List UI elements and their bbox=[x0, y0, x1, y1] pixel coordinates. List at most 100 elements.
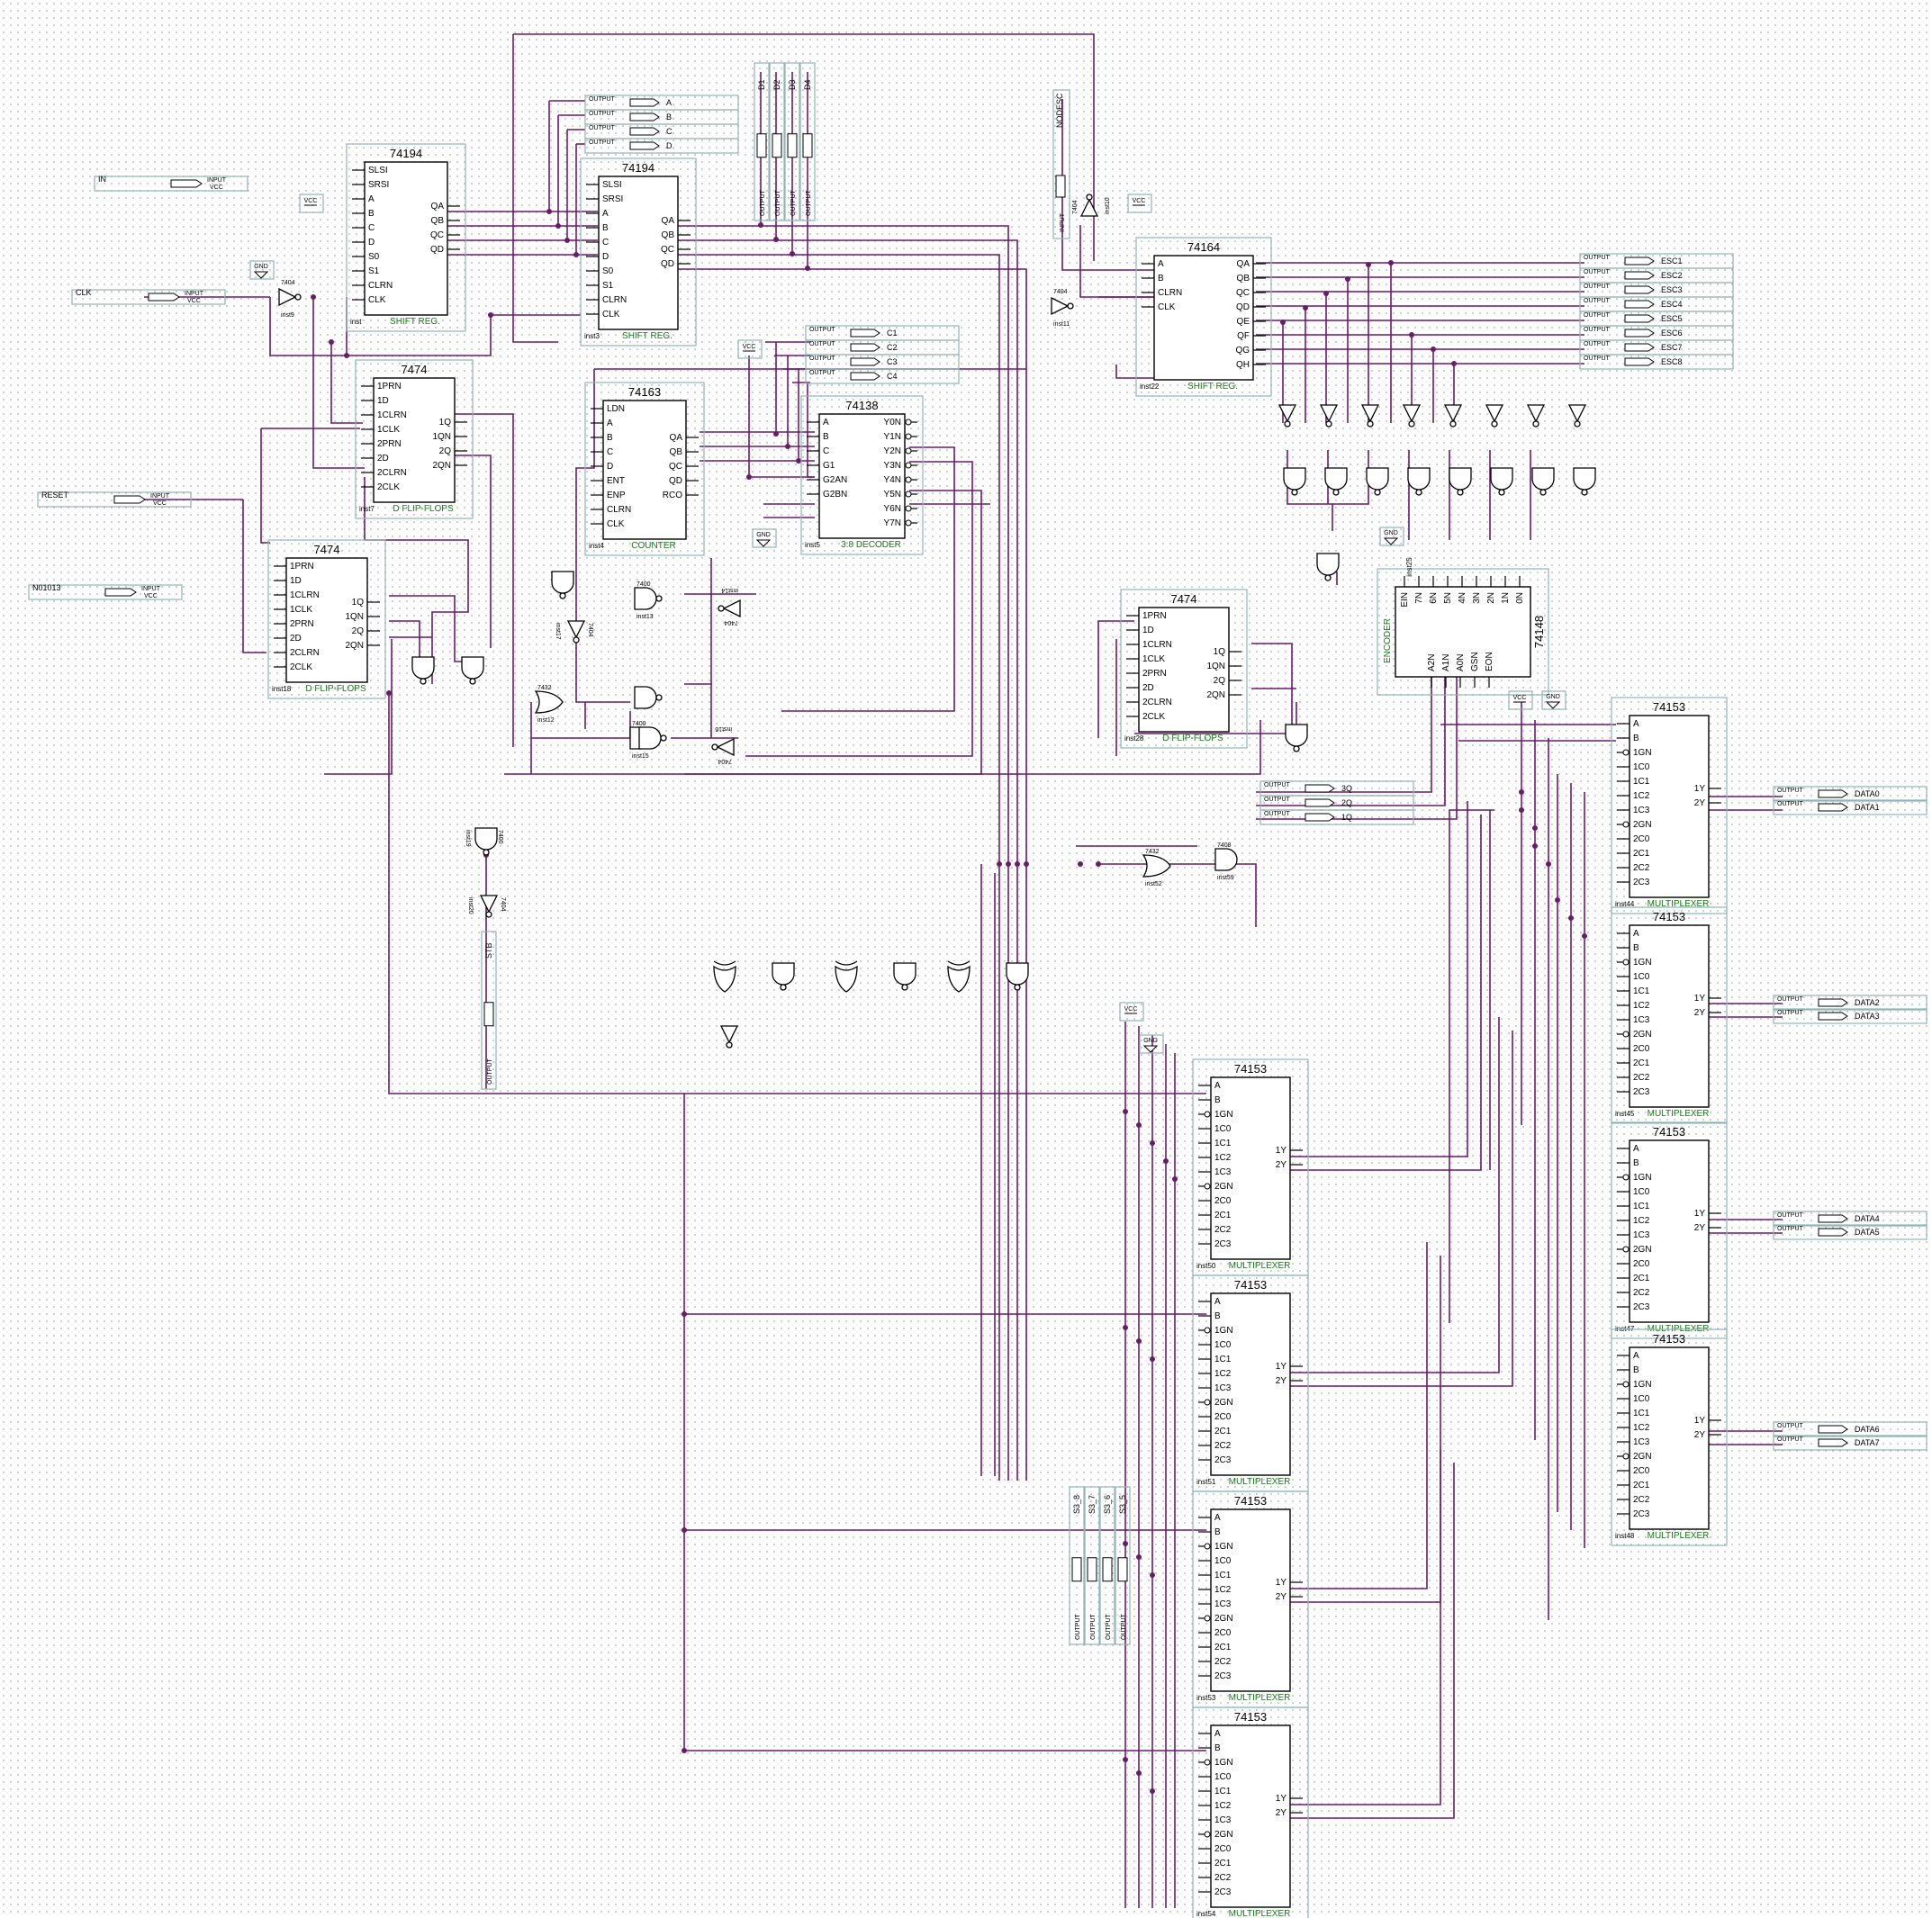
output-name: DATA6 bbox=[1855, 1425, 1880, 1434]
output-tag: OUTPUT bbox=[589, 125, 616, 131]
output-name: ESC4 bbox=[1661, 300, 1683, 309]
pin-bubble bbox=[1204, 1327, 1211, 1334]
output-name: DATA5 bbox=[1855, 1228, 1880, 1237]
gate-bubble bbox=[1367, 420, 1374, 428]
junction-dot bbox=[1451, 361, 1457, 366]
gnd-label: GND bbox=[1546, 694, 1560, 700]
output-tag: OUTPUT bbox=[809, 370, 836, 376]
junction-dot bbox=[1163, 1158, 1169, 1164]
gate-bubble bbox=[655, 694, 663, 701]
gate-bubble bbox=[1408, 420, 1415, 428]
pin-label: 2C0 bbox=[1633, 1259, 1650, 1269]
pin-label: QG bbox=[1235, 346, 1250, 356]
chip-part-label: 74163 bbox=[628, 385, 661, 399]
input-tag: INPUT bbox=[1060, 212, 1066, 232]
output-name: D3 bbox=[788, 79, 797, 90]
output-tag: OUTPUT bbox=[1584, 284, 1611, 290]
chip-body bbox=[1629, 924, 1710, 1108]
pin-label: 1C2 bbox=[1214, 1153, 1232, 1163]
gate- bbox=[719, 1025, 739, 1049]
gate- bbox=[893, 962, 916, 991]
pin-label: QC bbox=[430, 230, 444, 240]
output-pin-shape bbox=[1305, 784, 1335, 793]
pin-label: A bbox=[1158, 259, 1164, 269]
junction-dot bbox=[1096, 861, 1101, 867]
pin-label: 2Y bbox=[1694, 1430, 1706, 1440]
pin-bubble bbox=[1622, 1246, 1630, 1253]
gate- bbox=[1285, 724, 1308, 752]
gate-inst-label: inst17 bbox=[555, 623, 561, 640]
junction-dot bbox=[773, 237, 779, 242]
pin-label: 2C0 bbox=[1633, 1466, 1650, 1476]
pin-label: 1C1 bbox=[1214, 1355, 1232, 1364]
power-frame bbox=[1119, 1002, 1144, 1022]
gate-bubble bbox=[1291, 489, 1298, 496]
pin-label: 2Y bbox=[1276, 1592, 1287, 1602]
pin-label: EIN bbox=[1400, 592, 1410, 608]
gate-bubble bbox=[711, 743, 718, 751]
pin-label: ENT bbox=[607, 476, 625, 486]
output-name: ESC1 bbox=[1661, 257, 1683, 266]
output-tag: OUTPUT bbox=[487, 1058, 493, 1085]
pin-label: 1GN bbox=[1633, 958, 1652, 968]
output-name: DATA1 bbox=[1855, 803, 1880, 812]
chip-frame bbox=[1377, 568, 1549, 696]
pin-label: 1GN bbox=[1214, 1326, 1233, 1336]
output-tag: OUTPUT bbox=[1121, 1614, 1127, 1641]
gate-bubble bbox=[1014, 984, 1021, 991]
pin-bubble bbox=[905, 433, 912, 440]
output-tag: OUTPUT bbox=[1584, 341, 1611, 347]
power-frame bbox=[249, 260, 275, 280]
output-name: C bbox=[666, 127, 673, 136]
gate- bbox=[1485, 404, 1504, 428]
output-name: 3Q bbox=[1341, 784, 1352, 793]
pin-label: D bbox=[602, 252, 609, 262]
gate- bbox=[461, 656, 484, 685]
pin-label: 1C1 bbox=[1214, 1571, 1232, 1580]
pin-label: 2C1 bbox=[1633, 849, 1650, 859]
pin-bubble bbox=[1622, 1381, 1630, 1388]
chip-body bbox=[1395, 586, 1531, 678]
gate- bbox=[947, 960, 971, 993]
junction-dot bbox=[1136, 1122, 1142, 1128]
chip-74153-inst44: 74153AB1GN1C01C11C21C32GN2C02C12C22C31Y2… bbox=[1611, 697, 1728, 914]
output-pin-shape bbox=[1305, 798, 1335, 807]
pin-bubble bbox=[1204, 1111, 1211, 1118]
or-gate-symbol bbox=[1142, 854, 1171, 878]
chip-body bbox=[1629, 715, 1710, 898]
gate- bbox=[551, 571, 574, 599]
chip-7474-inst18: 74741PRN1D1CLRN1CLK2PRN2D2CLRN2CLK1Q1QN2… bbox=[267, 539, 386, 699]
output-tag: OUTPUT bbox=[809, 341, 836, 347]
chip-caption: MULTIPLEXER bbox=[1229, 1261, 1291, 1271]
and-gate-symbol bbox=[638, 726, 662, 750]
pin-label: 2Y bbox=[1276, 1160, 1287, 1170]
pin-label: QE bbox=[1237, 317, 1250, 327]
pin-label: 1Q bbox=[439, 418, 452, 428]
output-pin-shape bbox=[1305, 813, 1335, 822]
junction-dot bbox=[344, 353, 349, 358]
and-gate-symbol bbox=[634, 587, 657, 610]
pin-label: 2C2 bbox=[1214, 1441, 1232, 1451]
gate-bubble bbox=[1293, 745, 1300, 752]
gate-part-label: 7400 bbox=[632, 721, 646, 727]
chip-body bbox=[1210, 1724, 1291, 1908]
output-name: ESC5 bbox=[1661, 314, 1683, 323]
output-pin-shape bbox=[1624, 357, 1655, 366]
output-tag: OUTPUT bbox=[1584, 312, 1611, 319]
and-gate-symbol bbox=[1283, 467, 1306, 491]
chip-caption: SHIFT REG. bbox=[1187, 382, 1238, 392]
input-pin-shape bbox=[148, 293, 180, 302]
and-gate-symbol bbox=[1214, 848, 1238, 871]
chip-74153-inst48: 74153AB1GN1C01C11C21C32GN2C02C12C22C31Y2… bbox=[1611, 1328, 1728, 1546]
input-name: N01013 bbox=[32, 583, 61, 592]
